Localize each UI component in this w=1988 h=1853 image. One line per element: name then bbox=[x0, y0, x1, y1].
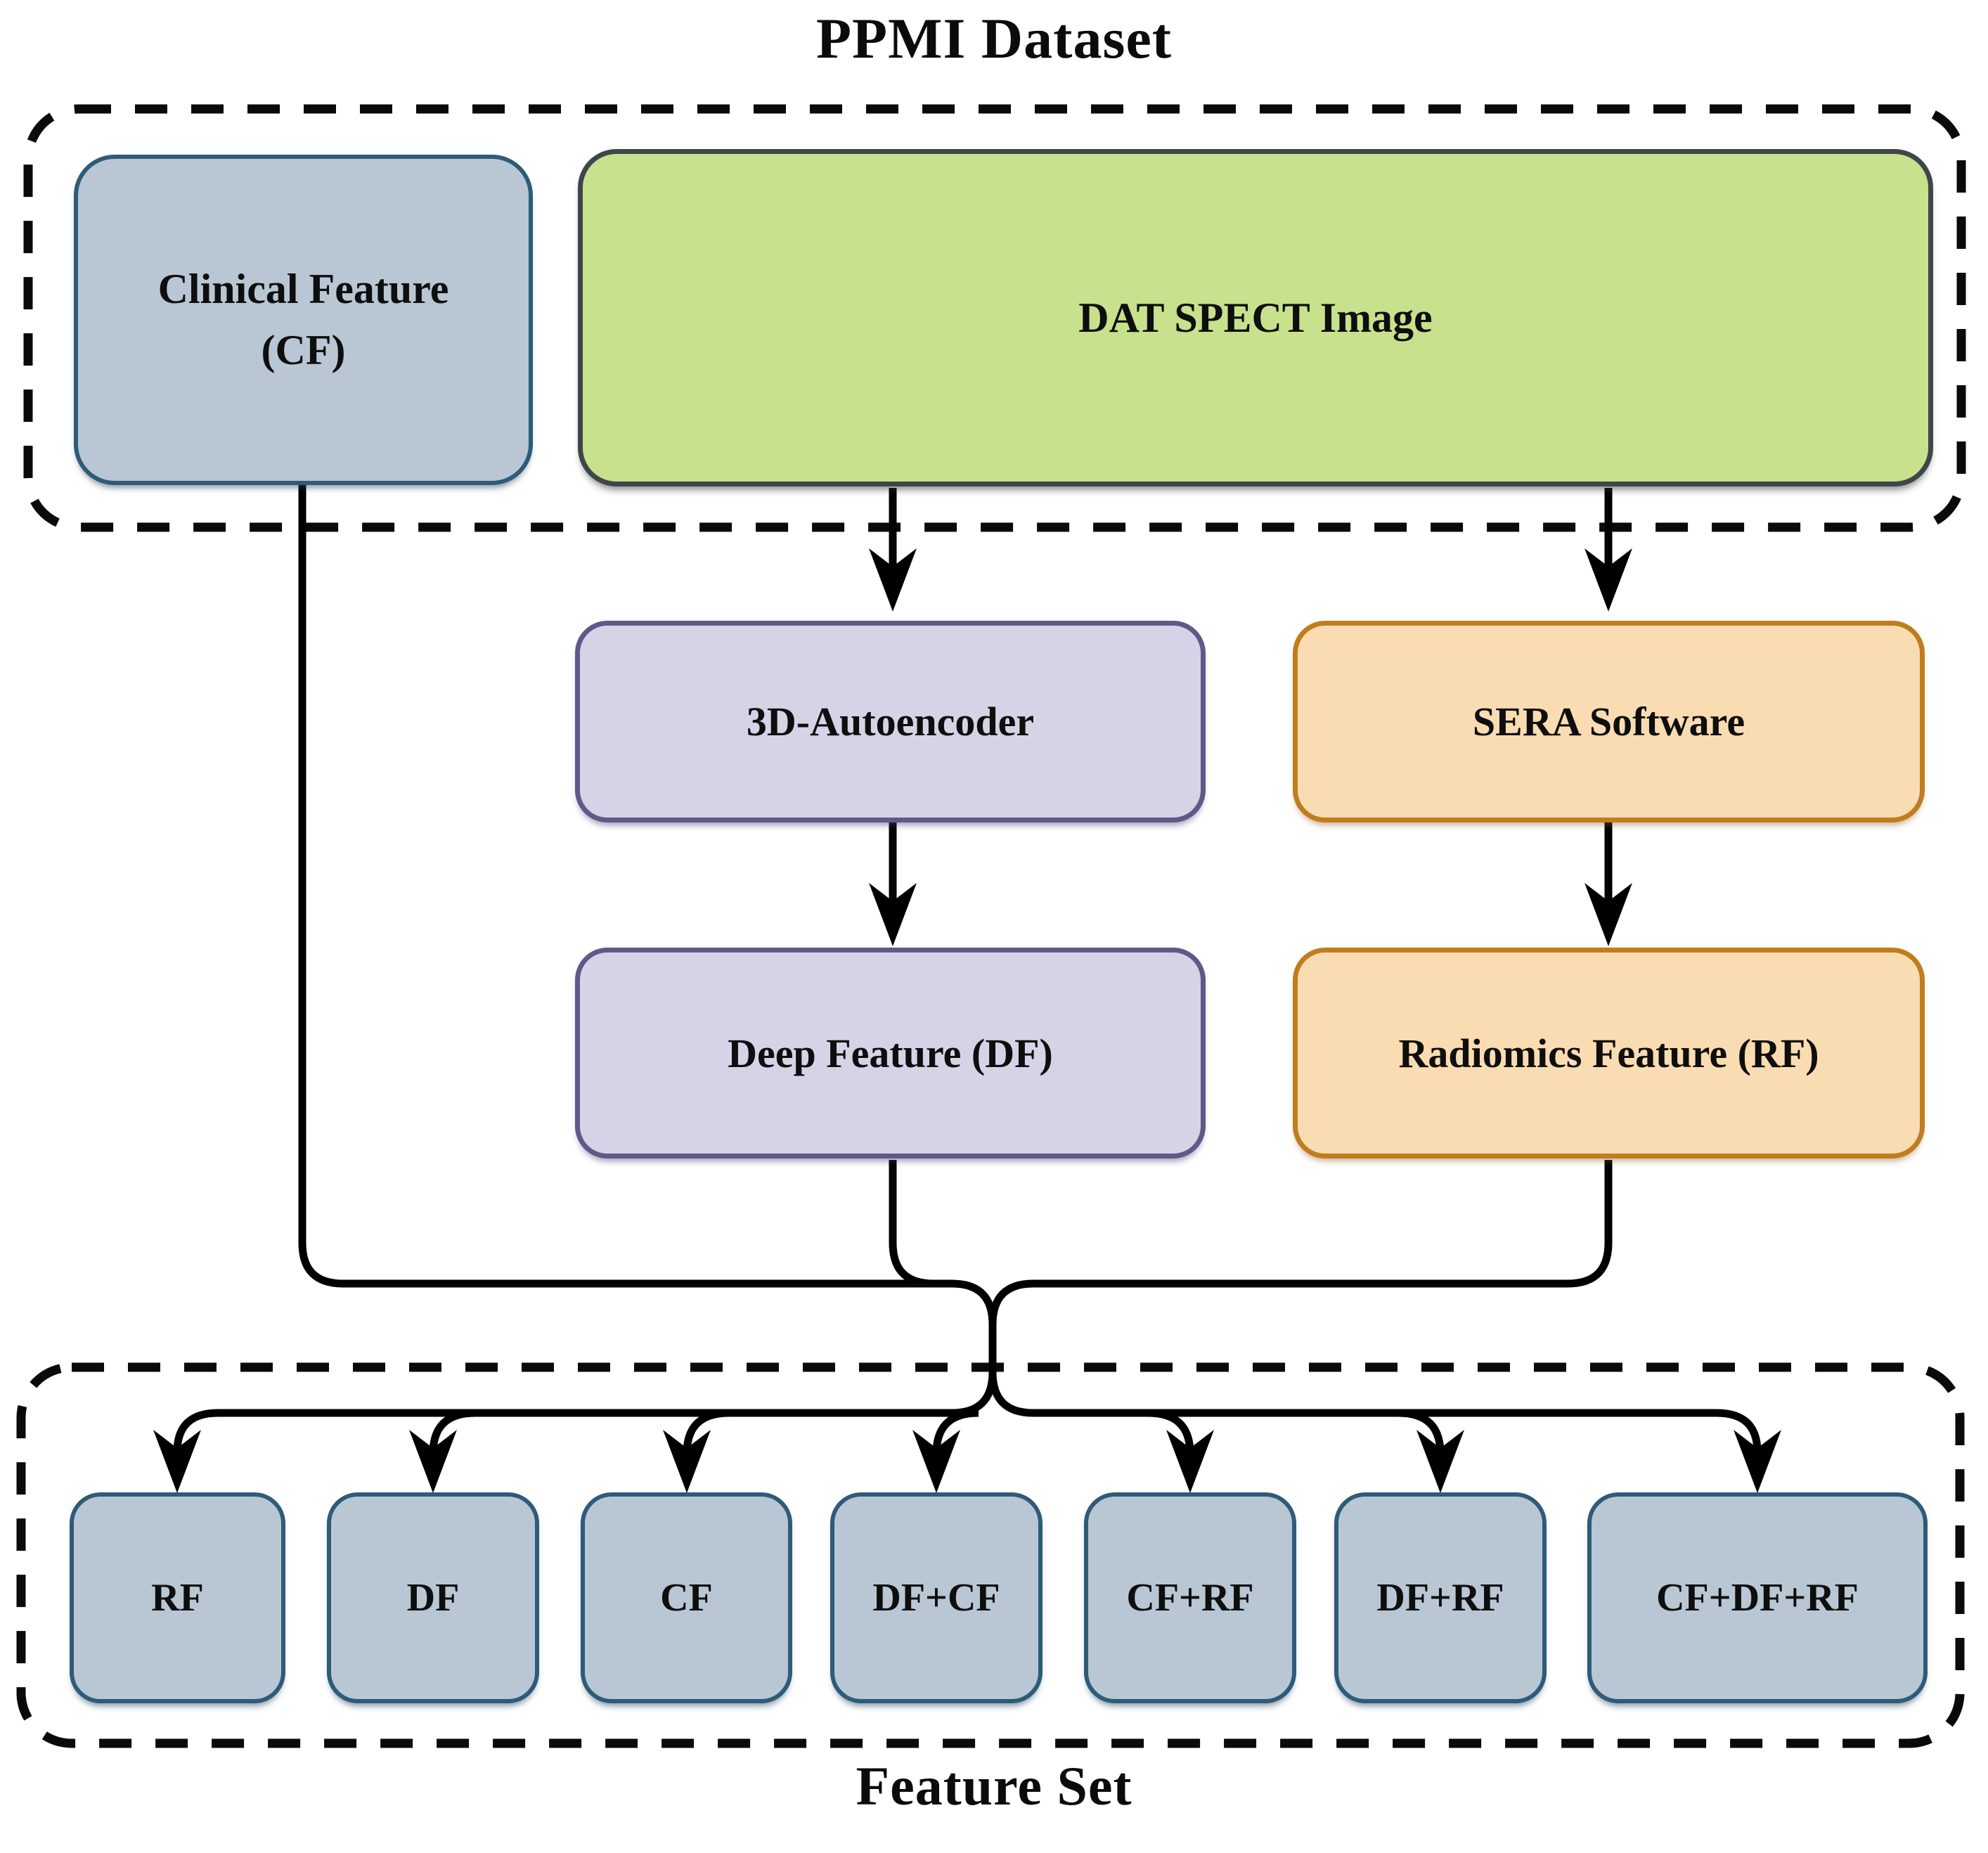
dat-spect-image-node: DAT SPECT Image bbox=[578, 149, 1933, 486]
branch-arrow-cf bbox=[663, 1409, 730, 1493]
diagram-title: PPMI Dataset bbox=[815, 6, 1173, 70]
deep-feature-label: Deep Feature (DF) bbox=[728, 1030, 1053, 1076]
arrow-datspect-to-autoencoder bbox=[869, 488, 917, 612]
feature-set-box-rf: RF bbox=[70, 1492, 285, 1703]
radiomics-feature-label: Radiomics Feature (RF) bbox=[1398, 1030, 1819, 1076]
feature-set-box-df: DF bbox=[327, 1492, 539, 1703]
feature-set-box-dfrf: DF+RF bbox=[1334, 1492, 1547, 1703]
clinical-feature-label: Clinical Feature (CF) bbox=[157, 266, 449, 373]
branch-arrow-cfrf bbox=[1147, 1409, 1214, 1493]
arrow-autoencoder-to-deepfeature bbox=[869, 822, 917, 946]
connector-radiomics-to-featureset bbox=[988, 1160, 1781, 1493]
feature-set-box-cfdfrf: CF+DF+RF bbox=[1587, 1492, 1928, 1703]
feature-set-box-dfcf: DF+CF bbox=[830, 1492, 1043, 1703]
sera-software-node: SERA Software bbox=[1293, 621, 1925, 822]
clinical-feature-node: Clinical Feature (CF) bbox=[74, 155, 533, 485]
autoencoder-node: 3D-Autoencoder bbox=[575, 621, 1206, 822]
ppmi-dataset-container bbox=[23, 104, 1966, 532]
dat-spect-image-label: DAT SPECT Image bbox=[1078, 294, 1433, 341]
branch-arrow-dfcf bbox=[912, 1409, 979, 1493]
arrow-datspect-to-sera bbox=[1584, 488, 1632, 612]
arrow-sera-to-radiomics bbox=[1584, 822, 1632, 946]
feature-set-caption: Feature Set bbox=[856, 1755, 1132, 1816]
branch-arrow-dfrf bbox=[1398, 1409, 1464, 1493]
branch-arrow-df bbox=[409, 1409, 476, 1493]
autoencoder-label: 3D-Autoencoder bbox=[746, 699, 1035, 744]
deep-feature-node: Deep Feature (DF) bbox=[575, 948, 1206, 1158]
feature-set-box-cf: CF bbox=[581, 1492, 792, 1703]
sera-software-label: SERA Software bbox=[1472, 699, 1745, 744]
connector-deepfeature-merge bbox=[889, 1160, 934, 1288]
feature-set-box-cfrf: CF+RF bbox=[1084, 1492, 1296, 1703]
radiomics-feature-node: Radiomics Feature (RF) bbox=[1293, 948, 1925, 1158]
